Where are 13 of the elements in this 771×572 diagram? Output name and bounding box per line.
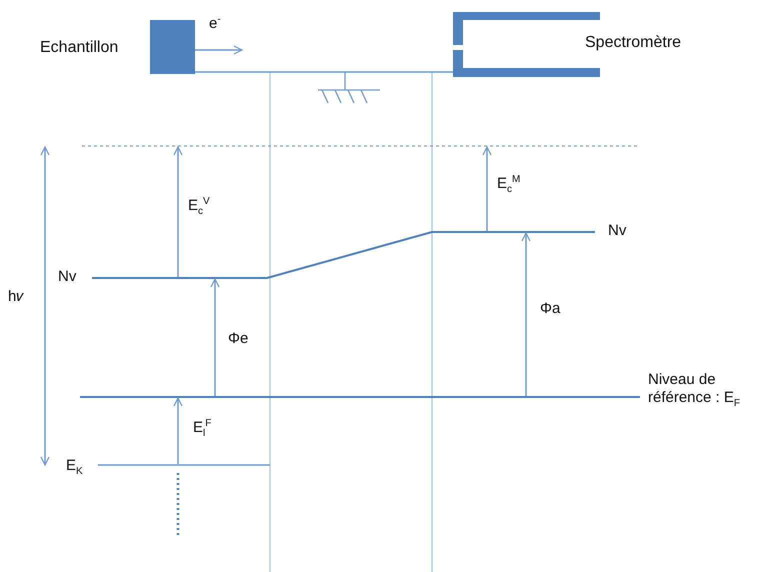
wire [195,71,453,73]
energy-symbol: E$_{K}$ [66,457,83,478]
level-label: Nv [58,268,76,286]
edge-label: e$^{-}$ [209,14,221,33]
work-function-symbol: Φe [228,330,248,348]
photon-energy-symbol: h𝜈 [8,288,24,306]
work-function-symbol: Φa [540,300,560,318]
sample-label: Echantillon [40,38,118,58]
electron-arrow [195,45,243,55]
spectrometer-label: Spectromètre [585,33,682,52]
level-label: Niveau de référence : E$_{F}$ [648,371,741,410]
level-label: Nv [608,222,626,240]
sample-block [150,20,195,74]
